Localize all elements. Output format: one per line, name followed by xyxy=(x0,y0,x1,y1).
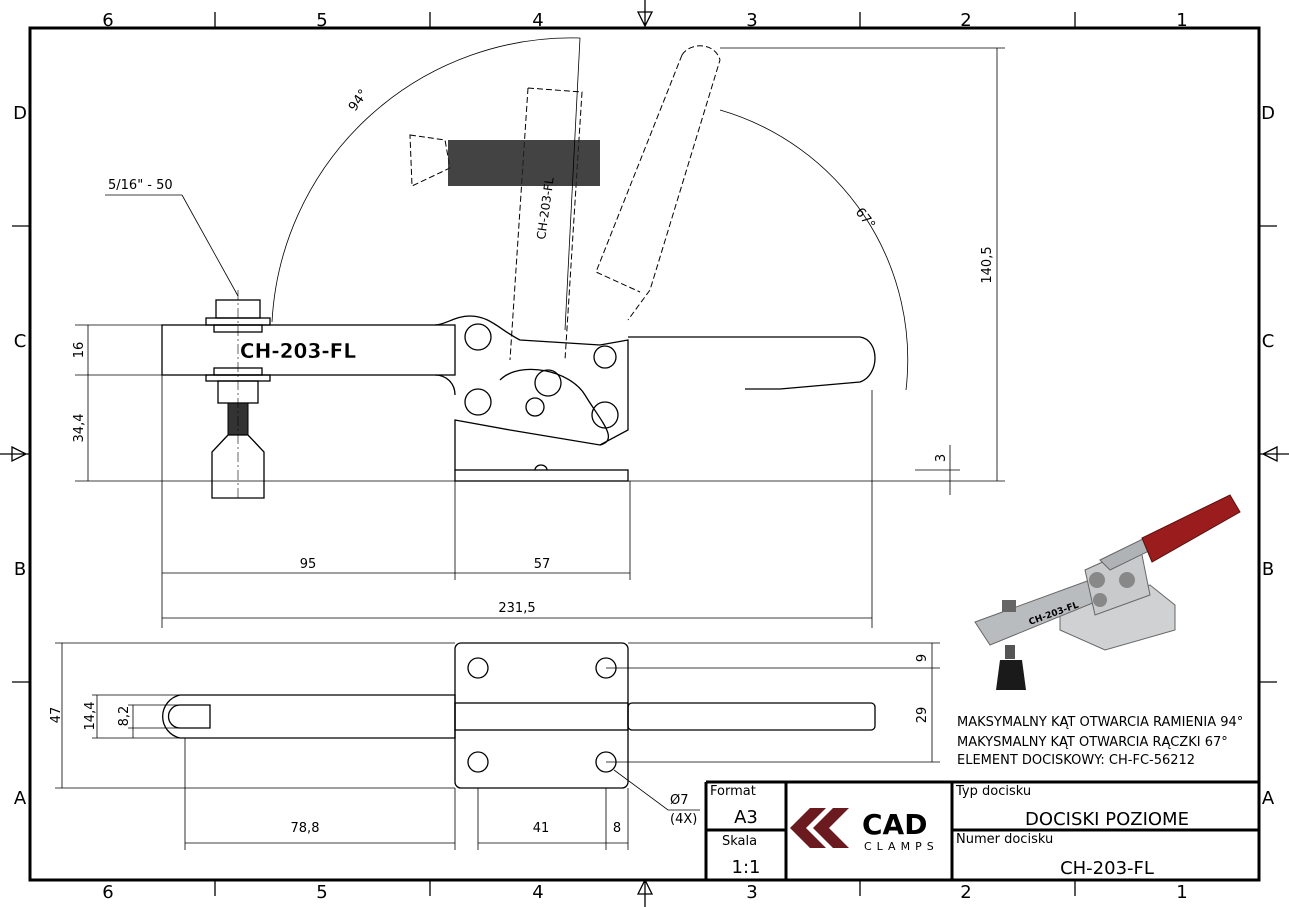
svg-text:3: 3 xyxy=(746,10,757,31)
type-label: Typ docisku xyxy=(955,784,1031,799)
cad-clamps-logo: CAD CLAMPS xyxy=(790,808,939,853)
side-view: CH-203-FL CH-203-FL 94° 67° 5/16" - 50 1… xyxy=(72,37,1005,628)
pivot-holes xyxy=(464,323,619,429)
dim-arm-height: 16 xyxy=(72,342,87,359)
scale-label: Skala xyxy=(722,834,757,849)
arm-engraving: CH-203-FL xyxy=(240,339,356,363)
svg-text:A: A xyxy=(14,788,27,809)
dim-slot-outer: 14,4 xyxy=(83,702,98,731)
open-position-phantom: CH-203-FL xyxy=(409,45,721,361)
arm-slot xyxy=(162,694,456,739)
note-arm-angle: MAKSYMALNY KĄT OTWARCIA RAMIENIA 94° xyxy=(957,715,1243,730)
handle-angle-arc xyxy=(719,109,909,391)
arm-angle-dim: 94° xyxy=(346,87,372,114)
dim-hole-spacing-y: 29 xyxy=(915,707,930,724)
side-dimension-lines xyxy=(75,47,1005,628)
top-view: 47 14,4 8,2 9 29 78,8 41 8 Ø7 (4X) xyxy=(49,642,940,850)
arm-angle-arc xyxy=(271,37,581,323)
dim-base-offset: 3 xyxy=(934,454,949,462)
top-dimension-lines xyxy=(55,642,940,850)
svg-text:5: 5 xyxy=(316,882,327,903)
note-clamp-element: ELEMENT DOCISKOWY: CH-FC-56212 xyxy=(957,753,1195,768)
format-label: Format xyxy=(710,784,756,799)
svg-text:1: 1 xyxy=(1176,10,1187,31)
svg-text:5: 5 xyxy=(316,10,327,31)
svg-text:6: 6 xyxy=(102,10,113,31)
svg-text:4: 4 xyxy=(532,882,543,903)
format-value: A3 xyxy=(734,807,758,828)
spindle xyxy=(205,290,271,500)
svg-text:B: B xyxy=(1262,559,1274,580)
dim-hole-diameter: Ø7 xyxy=(670,793,689,808)
svg-text:CAD: CAD xyxy=(862,808,927,841)
svg-text:D: D xyxy=(13,103,27,124)
handle xyxy=(628,336,876,390)
svg-text:4: 4 xyxy=(532,10,543,31)
svg-text:6: 6 xyxy=(102,882,113,903)
base-plate-top xyxy=(454,642,629,789)
dim-slot-length: 78,8 xyxy=(291,821,320,836)
dim-hole-spacing-x: 41 xyxy=(533,821,550,836)
handle-top xyxy=(627,702,876,731)
svg-text:1: 1 xyxy=(1176,882,1187,903)
red-handle-grip xyxy=(1141,494,1241,563)
isometric-render: CH-203-FL xyxy=(974,494,1241,690)
svg-text:2: 2 xyxy=(960,10,971,31)
svg-text:B: B xyxy=(14,559,26,580)
handle-angle-dim: 67° xyxy=(852,205,878,232)
dim-width: 47 xyxy=(49,707,64,724)
dim-overall-length: 231,5 xyxy=(498,601,535,616)
type-value: DOCISKI POZIOME xyxy=(1025,809,1189,830)
svg-text:C: C xyxy=(1262,331,1275,352)
svg-text:C: C xyxy=(14,331,27,352)
thread-callout: 5/16" - 50 xyxy=(108,178,173,193)
clamp-arm xyxy=(161,324,456,376)
svg-text:A: A xyxy=(1262,788,1275,809)
scale-value: 1:1 xyxy=(732,857,761,878)
svg-text:3: 3 xyxy=(746,882,757,903)
note-handle-angle: MAKYSMALNY KĄT OTWARCIA RĄCZKI 67° xyxy=(957,735,1228,750)
notes: MAKSYMALNY KĄT OTWARCIA RAMIENIA 94° MAK… xyxy=(957,715,1243,768)
dim-base-length: 57 xyxy=(534,557,551,572)
zone-labels: 6 5 4 3 2 1 6 5 4 3 2 1 D C B A D C B A xyxy=(13,10,1275,903)
number-value: CH-203-FL xyxy=(1060,858,1154,879)
dim-slot-inner: 8,2 xyxy=(117,706,132,727)
dim-spindle-height: 34,4 xyxy=(72,414,87,443)
mounting-holes xyxy=(467,657,617,773)
dim-hole-edge: 9 xyxy=(915,654,930,662)
dim-hole-count: (4X) xyxy=(670,812,697,827)
base-plate xyxy=(454,469,629,482)
svg-text:D: D xyxy=(1261,103,1275,124)
dim-overall-height: 140,5 xyxy=(980,246,995,283)
title-block: Format A3 Skala 1:1 CAD CLAMPS Typ docis… xyxy=(704,780,1259,880)
dim-arm-length: 95 xyxy=(300,557,317,572)
number-label: Numer docisku xyxy=(956,832,1053,847)
svg-text:2: 2 xyxy=(960,882,971,903)
clamp-body xyxy=(434,315,629,470)
dim-hole-edge-x: 8 xyxy=(613,821,621,836)
svg-text:CLAMPS: CLAMPS xyxy=(864,840,939,853)
